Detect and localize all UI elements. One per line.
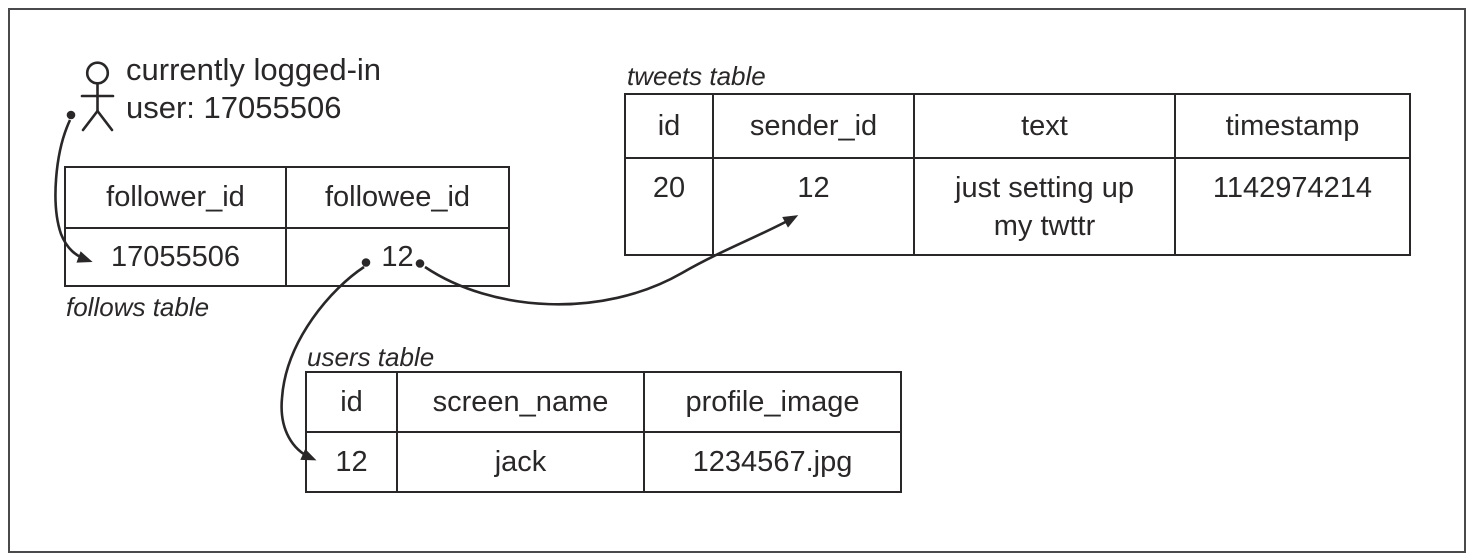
users-cell-id: 12 <box>305 431 398 493</box>
tweets-col-sender-id: sender_id <box>712 93 915 159</box>
users-table-label: users table <box>307 342 435 372</box>
follows-col-follower-id: follower_id <box>64 166 287 229</box>
tweets-cell-id: 20 <box>624 157 714 256</box>
tweets-cell-timestamp: 1142974214 <box>1174 157 1411 256</box>
follows-table: follower_id followee_id 17055506 12 <box>64 166 510 287</box>
follows-table-label: follows table <box>66 292 210 322</box>
tweets-cell-sender-id: 12 <box>712 157 915 256</box>
tweets-col-timestamp: timestamp <box>1174 93 1411 159</box>
tweets-data-row: 20 12 just setting up my twttr 114297421… <box>624 157 1411 256</box>
logged-in-user-line1: currently logged-in <box>126 52 382 87</box>
tweets-header-row: id sender_id text timestamp <box>624 93 1411 159</box>
tweets-cell-text: just setting up my twttr <box>913 157 1176 256</box>
users-cell-screen-name: jack <box>396 431 645 493</box>
tweets-col-text: text <box>913 93 1176 159</box>
users-col-id: id <box>305 371 398 433</box>
tweets-table: id sender_id text timestamp 20 12 just s… <box>624 93 1411 256</box>
users-table: id screen_name profile_image 12 jack 123… <box>305 371 902 493</box>
users-col-profile-image: profile_image <box>643 371 902 433</box>
follows-col-followee-id: followee_id <box>285 166 510 229</box>
follows-cell-follower-id: 17055506 <box>64 227 287 287</box>
logged-in-user-line2: user: 17055506 <box>126 90 342 125</box>
tweets-table-label: tweets table <box>627 61 766 91</box>
logged-in-user-annotation: currently logged-in user: 17055506 <box>126 51 381 127</box>
users-cell-profile-image: 1234567.jpg <box>643 431 902 493</box>
follows-cell-followee-id: 12 <box>285 227 510 287</box>
users-data-row: 12 jack 1234567.jpg <box>305 431 902 493</box>
follows-header-row: follower_id followee_id <box>64 166 510 229</box>
users-header-row: id screen_name profile_image <box>305 371 902 433</box>
users-col-screen-name: screen_name <box>396 371 645 433</box>
follows-data-row: 17055506 12 <box>64 227 510 287</box>
tweets-col-id: id <box>624 93 714 159</box>
